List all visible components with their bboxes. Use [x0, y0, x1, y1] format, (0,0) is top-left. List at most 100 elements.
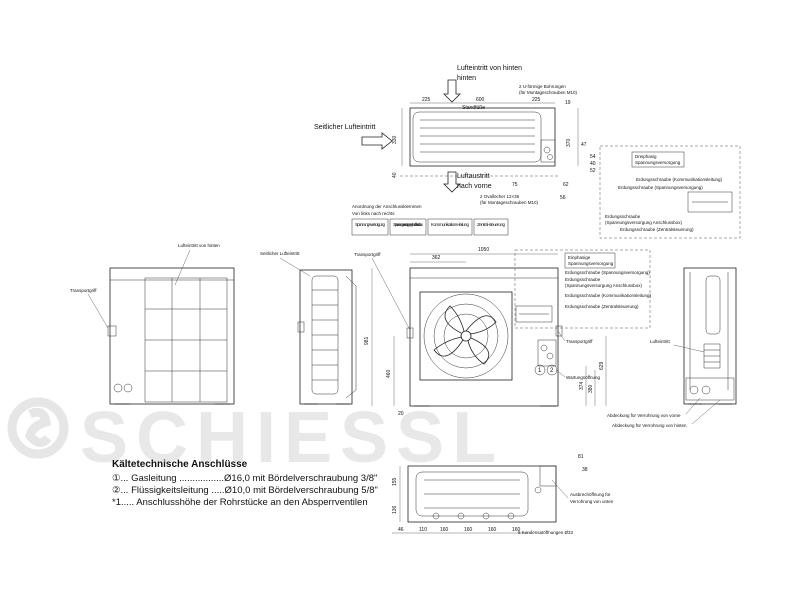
dim-19: 19 — [565, 100, 571, 106]
dim-47: 47 — [581, 142, 587, 148]
terminal-title-2: Von links nach rechts — [352, 211, 395, 216]
single-phase-frame — [514, 249, 651, 329]
dim-46: 46 — [398, 527, 404, 533]
dim-136: 136 — [392, 505, 398, 514]
top-valve-box — [540, 139, 556, 163]
bottom-panel — [415, 471, 529, 517]
air-in-side-label: Seitlicher Lufteintritt — [314, 124, 376, 131]
terminal-label-box-2 — [427, 218, 473, 236]
dim-160a: 160 — [440, 527, 449, 533]
dim-20: 20 — [398, 411, 404, 417]
fan-blade-3 — [433, 336, 464, 357]
terminal-label-box-0 — [351, 218, 389, 236]
dim-600: 600 — [476, 97, 485, 103]
bottom-knockout — [539, 465, 557, 487]
fan-guard-mid — [433, 303, 499, 369]
dim-160b: 160 — [464, 527, 473, 533]
oval-note-1: 2 Ovallöcher 12×36 — [480, 194, 520, 199]
drain-hole-5-icon — [534, 486, 542, 494]
rear-handle-icon — [107, 325, 117, 337]
dim-1050: 1050 — [478, 247, 489, 253]
holes-note-1: 2 U-förmige Bohrungen — [519, 84, 566, 89]
single-phase-label-3: Erdungsschraube (Kommunikationsleitung) — [565, 293, 652, 298]
top-unit-body — [409, 107, 556, 167]
right-port-1 — [689, 385, 699, 395]
circle-1-icon — [534, 364, 546, 376]
drain-hole-3-icon — [482, 512, 490, 520]
three-phase-title-2: Spannungsversorgung — [635, 160, 681, 165]
three-phase-label-1: Erdungsschraube (Spannungsversorgung) — [618, 185, 703, 190]
cover-front-label: Abdeckung für Verrohrung von vorne — [607, 413, 681, 418]
side-air-in-leader — [279, 257, 311, 277]
condensate-label: 5 Kondensatöffnungen Ø33 — [518, 530, 573, 535]
three-phase-label-2: Erdungsschraube — [605, 214, 641, 219]
dim-110: 110 — [419, 527, 427, 533]
cover-rear-leader — [691, 399, 721, 425]
single-phase-title-2: Spannungsversorgung — [568, 261, 614, 266]
dim-52: 52 — [590, 168, 596, 174]
holes-note-2: (für Montageschrauben M10) — [519, 90, 578, 95]
side-air-in-label: Seitlicher Lufteintritt — [260, 251, 300, 256]
circle-1-label: 1 — [538, 368, 542, 374]
terminal-label-2: Kommunikations-leitung — [431, 222, 469, 227]
air-out-front-label-2: nach vorne — [457, 183, 492, 190]
dim-62: 62 — [563, 182, 569, 188]
three-phase-frame — [599, 145, 741, 239]
dim-54: 54 — [590, 154, 596, 160]
top-unit-panel — [412, 111, 542, 163]
dim-75: 75 — [512, 182, 518, 188]
fan-hub-icon — [460, 330, 472, 342]
three-phase-label-3: (Spannungsversorgung Anschlussbox) — [605, 220, 683, 225]
front-handle-right-icon — [555, 325, 563, 337]
front-handle-right-label: Transportgriff — [566, 339, 593, 344]
rear-air-in-label: Lufteintritt von hinten — [178, 243, 220, 248]
terminal-label-3: Zentral-steuerung — [477, 222, 505, 227]
cover-rear-label: Abdeckung für Verrohrung von hinten — [612, 423, 687, 428]
cover-front-leader — [685, 397, 701, 415]
rear-air-in-leader — [174, 249, 191, 286]
three-phase-terminal — [687, 191, 733, 213]
service-opening-label: Wartungsöffnung — [566, 375, 601, 380]
three-phase-title-1: Dreiphasig — [635, 154, 657, 159]
bottom-view: 81 38 Ausbrechöffnung für Verrohrung von… — [392, 454, 614, 535]
dim-56: 56 — [560, 195, 566, 201]
right-side-body — [683, 267, 737, 405]
air-in-rear-label-2: hinten — [457, 75, 476, 82]
rear-handle-leader — [87, 293, 109, 329]
three-phase-label-4: Erdungsschraube (Zentralsteuerung) — [620, 227, 694, 232]
legend-row-liquid: ②... Flüssigkeitsleitung .....Ø10,0 mit … — [112, 485, 412, 497]
fan-blade-2 — [467, 337, 490, 365]
air-out-front-label: Luftaustritt — [457, 173, 490, 180]
three-phase-title-box — [631, 151, 685, 168]
legend-gas-text: ... Gasleitung .................Ø16,0 mi… — [120, 473, 378, 484]
dim-380: 380 — [588, 384, 594, 393]
air-in-rear-label: Lufteintritt von hinten — [457, 65, 522, 72]
front-handle-left-leader — [371, 257, 411, 331]
dim-155: 155 — [392, 477, 398, 486]
bottom-drain-label-2: Verrohrung von unten — [570, 499, 614, 504]
bottom-drain-label-1: Ausbrechöffnung für — [570, 492, 611, 497]
terminal-arrangement: Anordnung der Anschlussklemmen Von links… — [351, 204, 509, 236]
rear-port-1 — [113, 383, 123, 393]
fan-guard-outer — [423, 293, 509, 379]
single-phase-label-4: Erdungsschraube (Zentralsteuerung) — [565, 304, 639, 309]
front-handle-left-icon — [406, 327, 414, 339]
legend-title: Kältetechnische Anschlüsse — [112, 459, 248, 470]
single-phase-label-0: Erdungsschraube (Spannungsversorgung) — [565, 270, 650, 275]
top-valve-1 — [543, 146, 551, 154]
front-valve-2 — [546, 352, 554, 360]
dim-225a: 225 — [422, 97, 431, 103]
fan-grille — [419, 291, 513, 381]
watermark: SCHIESSL — [7, 397, 504, 478]
dim-40b: 40 — [590, 161, 596, 167]
circle-2-icon — [546, 364, 558, 376]
right-side-slot — [705, 275, 721, 335]
front-handle-right-leader — [557, 330, 566, 342]
rear-handle-label: Transportgriff — [70, 288, 97, 293]
right-side-view: Lufteintritt Abdeckung für Verrohrung vo… — [607, 267, 737, 428]
watermark-brand: SCHIESSL — [80, 398, 504, 478]
three-phase-label-0: Erdungsschraube (Kommunikationsleitung) — [636, 177, 723, 182]
single-phase-label-2: (Spannungsversorgung Anschlussbox) — [565, 283, 643, 288]
legend-liquid-text: ... Flüssigkeitsleitung .....Ø10,0 mit B… — [120, 485, 378, 496]
